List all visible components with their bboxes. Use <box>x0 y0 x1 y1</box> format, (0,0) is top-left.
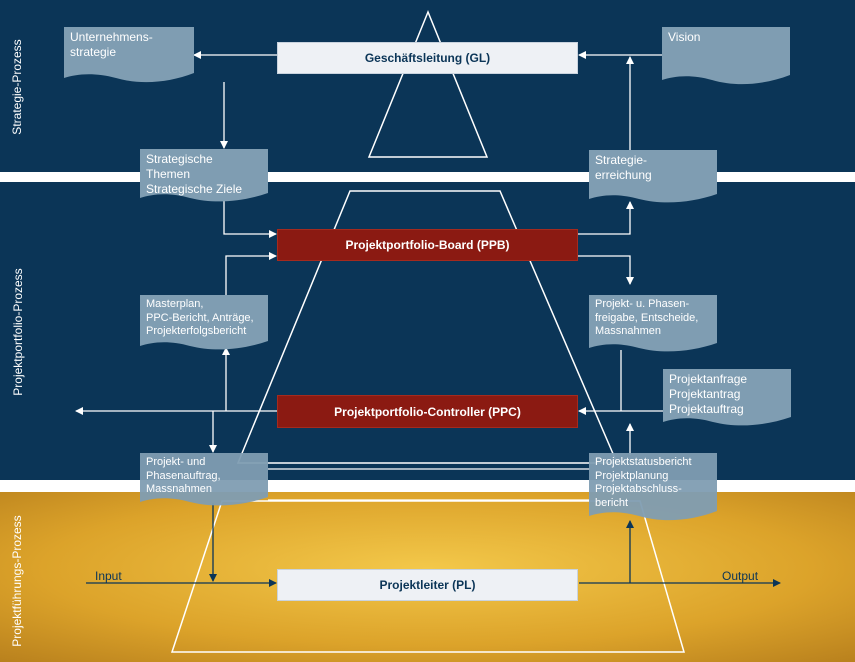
doc-phasenfreigabe: Projekt- u. Phasen- freigabe, Entscheide… <box>589 295 717 352</box>
doc-projektanfrage: Projektanfrage Projektantrag Projektauft… <box>663 369 791 426</box>
doc-strategische-themen-text: Strategische Themen Strategische Ziele <box>146 152 243 196</box>
doc-masterplan: Masterplan, PPC-Bericht, Anträge, Projek… <box>140 295 268 350</box>
lane-label-strategy: Strategie-Prozess <box>10 39 24 135</box>
doc-masterplan-text: Masterplan, PPC-Bericht, Anträge, Projek… <box>146 298 254 337</box>
box-projektportfolio-board: Projektportfolio-Board (PPB) <box>277 229 578 261</box>
doc-statusbericht: Projektstatusbericht Projektplanung Proj… <box>589 453 717 521</box>
doc-unternehmensstrategie: Unternehmens- strategie <box>64 27 194 83</box>
box-projektleiter: Projektleiter (PL) <box>277 569 578 601</box>
portfolio-lane <box>0 182 855 480</box>
output-label: Output <box>722 569 759 583</box>
doc-vision: Vision <box>662 27 790 85</box>
masterplan-to-ppb <box>225 252 277 295</box>
lane-separator-2 <box>0 480 855 492</box>
doc-statusbericht-text: Projektstatusbericht Projektplanung Proj… <box>595 456 692 509</box>
ppb-to-erreichung <box>578 201 634 235</box>
box-projektportfolio-controller: Projektportfolio-Controller (PPC) <box>277 395 578 428</box>
execution-trapezoid <box>170 500 685 653</box>
doc-strategieerreichung: Strategie- erreichung <box>589 150 717 203</box>
themen-to-ppb <box>223 197 277 238</box>
lane-separator-1 <box>0 172 855 182</box>
ppb-to-phasenfreigabe <box>578 255 634 285</box>
strategy-triangle <box>367 10 489 158</box>
lane-label-execution: Projektführungs-Prozess <box>10 515 24 647</box>
box-geschaeftsleitung: Geschäftsleitung (GL) <box>277 42 578 74</box>
doc-phasenfreigabe-text: Projekt- u. Phasen- freigabe, Entscheide… <box>595 298 699 337</box>
doc-projektanfrage-text: Projektanfrage Projektantrag Projektauft… <box>669 372 748 416</box>
input-label: Input <box>95 569 122 583</box>
doc-strategische-themen: Strategische Themen Strategische Ziele <box>140 149 268 202</box>
doc-phasenauftrag: Projekt- und Phasenauftrag, Massnahmen <box>140 453 268 506</box>
doc-strategieerreichung-text: Strategie- erreichung <box>595 153 652 182</box>
doc-vision-text: Vision <box>668 30 701 44</box>
doc-unternehmensstrategie-text: Unternehmens- strategie <box>70 30 153 59</box>
doc-phasenauftrag-text: Projekt- und Phasenauftrag, Massnahmen <box>146 456 221 495</box>
lane-label-portfolio: Projektportfolio-Prozess <box>11 268 25 396</box>
strategy-lane <box>0 0 855 172</box>
